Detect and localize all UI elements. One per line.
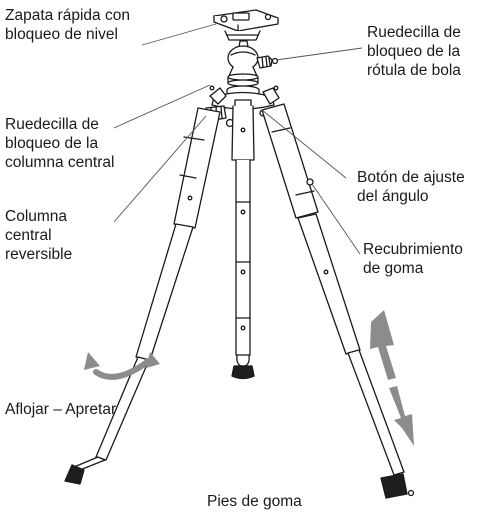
ball-head-lock-knob [256, 55, 279, 69]
column-lock-knob-label: Ruedecilla de bloqueo de la columna cent… [5, 116, 115, 171]
loosen-tighten-label: Aflojar – Apretar [5, 401, 117, 418]
rotation-arrow [84, 352, 160, 380]
ball-head [227, 40, 259, 87]
leader-lines [113, 23, 363, 255]
left-leg [64, 107, 221, 485]
center-column-hook [231, 354, 255, 380]
angle-button-label: Botón de ajuste del ángulo [357, 169, 465, 205]
quick-release-label: Zapata rápida con bloqueo de nivel [5, 7, 130, 43]
rubber-cover-label: Recubrimiento de goma [363, 241, 463, 277]
rubber-feet-label: Pies de goma [207, 493, 302, 510]
right-leg [261, 103, 415, 499]
extension-arrow [370, 310, 414, 446]
quick-release-plate [213, 9, 279, 41]
center-column [231, 105, 255, 356]
ball-head-knob-label: Ruedecilla de bloqueo de la rótula de bo… [367, 24, 461, 79]
reversible-column-label: Columna central reversible [5, 208, 73, 263]
